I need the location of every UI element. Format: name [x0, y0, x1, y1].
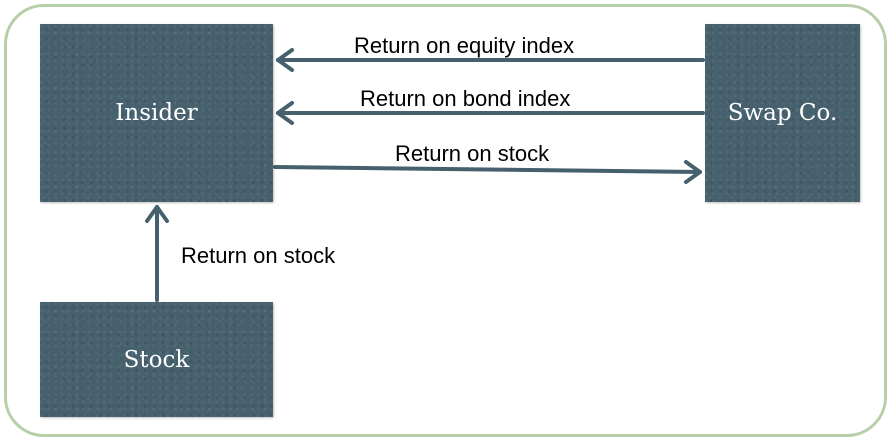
stock-node: Stock	[40, 302, 273, 417]
swap-co-label: Swap Co.	[727, 100, 838, 126]
insider-node: Insider	[40, 24, 273, 202]
edge-label-stock-to-swap: Return on stock	[395, 141, 550, 166]
swap-co-node: Swap Co.	[705, 24, 860, 202]
arrow-stock-to-insider	[145, 205, 169, 302]
edge-label-equity-index: Return on equity index	[354, 33, 575, 58]
insider-label: Insider	[115, 100, 198, 126]
arrow-equity-index	[276, 48, 705, 72]
edge-label-stock-to-insider: Return on stock	[181, 243, 336, 268]
arrow-stock-to-swap	[273, 160, 702, 184]
arrow-bond-index	[276, 101, 705, 125]
stock-label: Stock	[123, 346, 190, 373]
edge-label-bond-index: Return on bond index	[360, 86, 571, 111]
